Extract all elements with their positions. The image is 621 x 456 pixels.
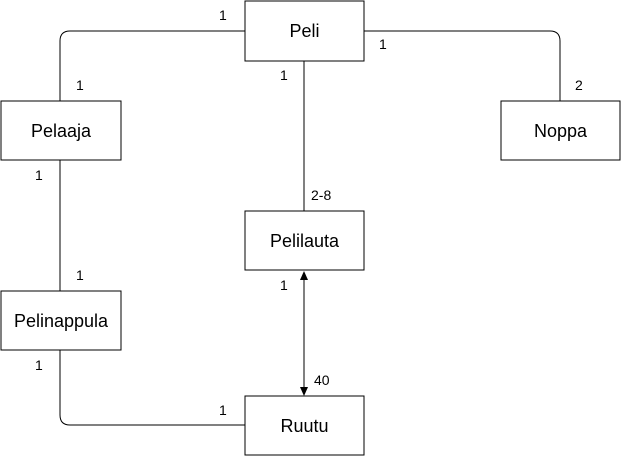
node-peli: Peli	[244, 0, 365, 62]
mult-peli-pelaaja-at-peli: 1	[219, 7, 227, 23]
mult-pelaaja-pelinappula-at-pelaaja: 1	[35, 167, 43, 183]
mult-peli-noppa-at-noppa: 2	[575, 77, 583, 93]
edge-pelinappula-ruutu	[59, 350, 245, 426]
edge-peli-pelaaja	[59, 30, 245, 101]
mult-pelilauta-ruutu-at-pelilauta: 1	[280, 277, 288, 293]
node-pelilauta: Pelilauta	[244, 210, 365, 271]
node-ruutu: Ruutu	[244, 395, 365, 456]
node-pelinappula: Pelinappula	[0, 290, 122, 351]
mult-peli-noppa-at-peli: 1	[379, 36, 387, 52]
mult-peli-pelilauta-at-peli: 1	[280, 67, 288, 83]
edge-peli-noppa	[364, 30, 561, 101]
mult-peli-pelaaja-at-pelaaja: 1	[76, 77, 84, 93]
node-ruutu-label: Ruutu	[280, 416, 328, 436]
node-pelinappula-label: Pelinappula	[14, 311, 109, 331]
mult-pelinappula-ruutu-at-pelinappula: 1	[35, 357, 43, 373]
mult-pelilauta-ruutu-at-ruutu: 40	[314, 372, 330, 388]
node-pelaaja-label: Pelaaja	[31, 121, 92, 141]
mult-peli-pelilauta-at-pelilauta: 2-8	[311, 187, 331, 203]
mult-pelaaja-pelinappula-at-pelinappula: 1	[76, 267, 84, 283]
node-noppa: Noppa	[500, 100, 621, 161]
node-pelaaja: Pelaaja	[0, 100, 122, 161]
mult-pelinappula-ruutu-at-ruutu: 1	[219, 402, 227, 418]
node-pelilauta-label: Pelilauta	[270, 231, 340, 251]
node-peli-label: Peli	[289, 21, 319, 41]
node-noppa-label: Noppa	[534, 121, 588, 141]
